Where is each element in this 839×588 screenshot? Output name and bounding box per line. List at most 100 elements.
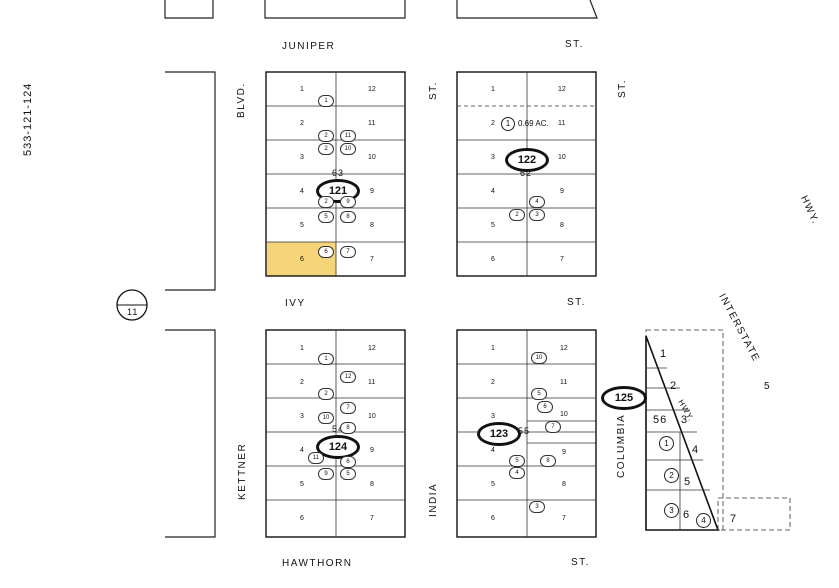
sub-parcel-125[interactable]: 1 bbox=[659, 436, 674, 451]
street-kettner: KETTNER bbox=[237, 442, 248, 500]
lot-number: 1 bbox=[491, 345, 495, 352]
sub-parcel-124[interactable]: 5 bbox=[340, 468, 356, 480]
street-st-india-upper: ST. bbox=[428, 81, 439, 100]
lot-number: 11 bbox=[368, 120, 376, 127]
sub-parcel-123[interactable]: 7 bbox=[545, 421, 561, 433]
lot-number: 6 bbox=[300, 515, 304, 522]
sub-parcel-123[interactable]: 6 bbox=[537, 401, 553, 413]
page-circle-symbol bbox=[116, 289, 148, 321]
sub-parcel-121[interactable]: 2 bbox=[318, 130, 334, 142]
lot-number: 11 bbox=[560, 379, 568, 386]
street-india: INDIA bbox=[428, 482, 439, 517]
sub-parcel-123[interactable]: 5 bbox=[509, 455, 525, 467]
lot-number: 6 bbox=[491, 256, 495, 263]
sub-parcel-123[interactable]: 5 bbox=[531, 388, 547, 400]
sub-parcel-124[interactable]: 6 bbox=[340, 456, 356, 468]
lot-number: 3 bbox=[491, 154, 495, 161]
street-ivy-st: ST. bbox=[567, 297, 586, 308]
sub-parcel-121[interactable]: 7 bbox=[340, 246, 356, 258]
sub-parcel-124[interactable]: 8 bbox=[340, 422, 356, 434]
sub-parcel-124[interactable]: 12 bbox=[340, 371, 356, 383]
lot-number: 8 bbox=[370, 481, 374, 488]
sub-parcel-124[interactable]: 9 bbox=[318, 468, 334, 480]
sub-parcel-122-1[interactable]: 1 bbox=[501, 117, 515, 131]
page-circle-number: 11 bbox=[127, 307, 139, 317]
lot-number: 10 bbox=[368, 154, 376, 161]
sub-parcel-121[interactable]: 9 bbox=[340, 196, 356, 208]
sub-parcel-123[interactable]: 8 bbox=[540, 455, 556, 467]
street-interstate-number: 5 bbox=[764, 381, 772, 392]
street-st-columbia-upper: ST. bbox=[617, 79, 628, 98]
top-partial-blocks bbox=[164, 0, 598, 538]
lot-number: 10 bbox=[558, 154, 566, 161]
sub-parcel-124[interactable]: 7 bbox=[340, 402, 356, 414]
lot-number: 12 bbox=[558, 86, 566, 93]
lot-number: 7 bbox=[370, 256, 374, 263]
block-124 bbox=[265, 329, 406, 538]
lot-number: 9 bbox=[370, 188, 374, 195]
lot-number: 7 bbox=[562, 515, 566, 522]
sub-parcel-122[interactable]: 4 bbox=[529, 196, 545, 208]
sub-parcel-122[interactable]: 3 bbox=[529, 209, 545, 221]
triangle-lot: 7 bbox=[730, 513, 737, 525]
sub-parcel-124[interactable]: 1 bbox=[318, 353, 334, 365]
sub-parcel-123[interactable]: 3 bbox=[529, 501, 545, 513]
sub-parcel-121[interactable]: 6 bbox=[318, 246, 334, 258]
triangle-lot: 1 bbox=[660, 348, 667, 360]
sub-parcel-125[interactable]: 3 bbox=[664, 503, 679, 518]
lot-number: 12 bbox=[560, 345, 568, 352]
sub-parcel-125[interactable]: 2 bbox=[664, 468, 679, 483]
sub-parcel-124[interactable]: 10 bbox=[318, 412, 334, 424]
block-123 bbox=[456, 329, 597, 538]
street-columbia: COLUMBIA bbox=[616, 413, 627, 478]
sub-parcel-124[interactable]: 11 bbox=[308, 452, 324, 464]
sub-parcel-121[interactable]: 2 bbox=[318, 196, 334, 208]
lot-number: 8 bbox=[562, 481, 566, 488]
block-122 bbox=[456, 71, 597, 277]
sub-parcel-121[interactable]: 1 bbox=[318, 95, 334, 107]
lot-number: 11 bbox=[558, 120, 566, 127]
block-number-56: 56 bbox=[653, 414, 668, 426]
triangle-lot: 5 bbox=[684, 476, 691, 488]
book-page-number: 533-121-124 bbox=[22, 82, 34, 156]
acreage-label: 0.69 AC. bbox=[518, 119, 549, 128]
street-blvd: BLVD. bbox=[236, 82, 247, 118]
lot-number: 4 bbox=[300, 447, 304, 454]
street-hawthorn-st: ST. bbox=[571, 557, 590, 568]
lot-number: 6 bbox=[300, 256, 304, 263]
lot-number: 12 bbox=[368, 86, 376, 93]
street-juniper-st: ST. bbox=[565, 39, 584, 50]
parcel-122[interactable]: 122 bbox=[505, 148, 549, 172]
sub-parcel-124[interactable]: 2 bbox=[318, 388, 334, 400]
lot-number: 9 bbox=[560, 188, 564, 195]
lot-number: 4 bbox=[491, 447, 495, 454]
lot-number: 8 bbox=[370, 222, 374, 229]
lot-number: 10 bbox=[560, 411, 568, 418]
lot-number: 11 bbox=[368, 379, 376, 386]
parcel-123[interactable]: 123 bbox=[477, 422, 521, 446]
sub-parcel-121[interactable]: 11 bbox=[340, 130, 356, 142]
parcel-125[interactable]: 125 bbox=[601, 386, 647, 410]
lot-number: 2 bbox=[300, 379, 304, 386]
sub-parcel-122[interactable]: 2 bbox=[509, 209, 525, 221]
lot-number: 7 bbox=[560, 256, 564, 263]
lot-number: 5 bbox=[300, 481, 304, 488]
triangle-lot: 3 bbox=[681, 414, 688, 426]
lot-number: 12 bbox=[368, 345, 376, 352]
sub-parcel-123[interactable]: 4 bbox=[509, 467, 525, 479]
lot-number: 3 bbox=[300, 154, 304, 161]
lot-number: 2 bbox=[300, 120, 304, 127]
parcel-121[interactable]: 121 bbox=[316, 179, 360, 203]
lot-number: 10 bbox=[368, 413, 376, 420]
sub-parcel-121[interactable]: 10 bbox=[340, 143, 356, 155]
lot-number: 5 bbox=[300, 222, 304, 229]
sub-parcel-121[interactable]: 2 bbox=[318, 143, 334, 155]
lot-number: 7 bbox=[370, 515, 374, 522]
lot-number: 2 bbox=[491, 120, 495, 127]
sub-parcel-121[interactable]: 5 bbox=[318, 211, 334, 223]
lot-number: 9 bbox=[562, 449, 566, 456]
sub-parcel-125[interactable]: 4 bbox=[696, 513, 711, 528]
sub-parcel-123[interactable]: 10 bbox=[531, 352, 547, 364]
sub-parcel-121[interactable]: 8 bbox=[340, 211, 356, 223]
lot-number: 2 bbox=[491, 379, 495, 386]
